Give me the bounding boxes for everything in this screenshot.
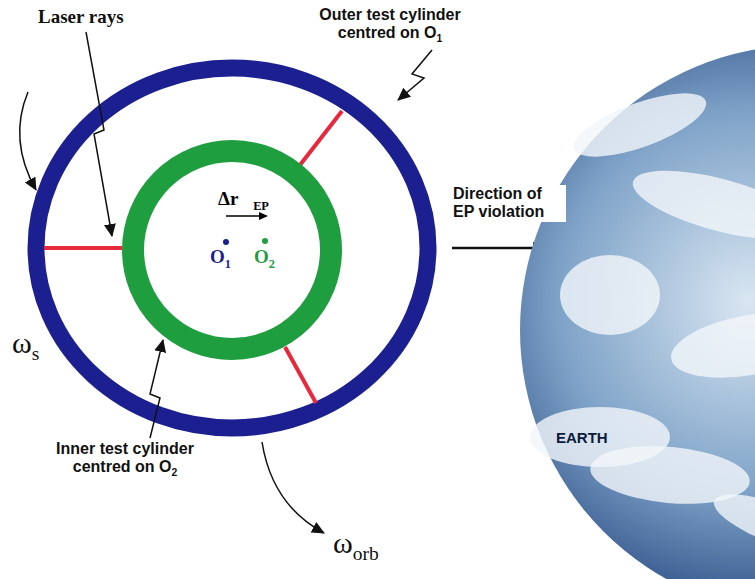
arrow-head (259, 212, 268, 220)
centre-label: O1 (210, 246, 231, 268)
direction-label: Direction of EP violation (452, 185, 566, 222)
spin-label: ωs (12, 326, 39, 361)
leader-arrow (150, 340, 163, 438)
inner-cylinder: Δr⃗EP O1 O2 (122, 140, 342, 360)
subscript: 2 (171, 468, 177, 479)
orbit-label: ωorb (333, 526, 379, 561)
earth-globe: EARTH (520, 45, 755, 579)
subscript: 2 (269, 257, 275, 271)
earth-disc (520, 45, 755, 579)
direction-arrow (452, 247, 545, 250)
subscript: orb (353, 543, 379, 564)
cloud (707, 482, 755, 567)
cloud (530, 407, 670, 467)
leader-arrow (398, 50, 432, 100)
cloud (626, 157, 755, 254)
inner-cylinder-ring (133, 151, 331, 349)
centre-label: O2 (254, 246, 275, 268)
outer-cylinder (36, 68, 428, 428)
laser-ray (285, 347, 316, 403)
cloud (666, 302, 755, 389)
cylinder-ring (122, 140, 342, 360)
displacement-label: Δr⃗EP (218, 188, 269, 210)
orbit-arrow (262, 442, 324, 533)
subscript: EP (253, 199, 269, 213)
spin-arrow (20, 92, 36, 190)
laser-ray (300, 111, 342, 165)
part-name: Outer test cylinder centred on O1 (300, 6, 480, 43)
earth-label: EARTH (556, 429, 608, 446)
subscript: 1 (436, 34, 442, 45)
cloud (560, 255, 660, 335)
leader-arrow (86, 32, 112, 236)
subscript: s (32, 343, 40, 364)
cloud (567, 80, 714, 169)
earth-picture (520, 45, 755, 579)
displacement-arrow (226, 215, 262, 217)
centre-dot (223, 239, 229, 245)
part-name: Laser rays (38, 6, 124, 28)
subscript: 1 (225, 257, 231, 271)
laser-ray (44, 246, 122, 250)
part-name: Inner test cylinder centred on O2 (30, 440, 220, 477)
centre-dot (262, 238, 268, 244)
